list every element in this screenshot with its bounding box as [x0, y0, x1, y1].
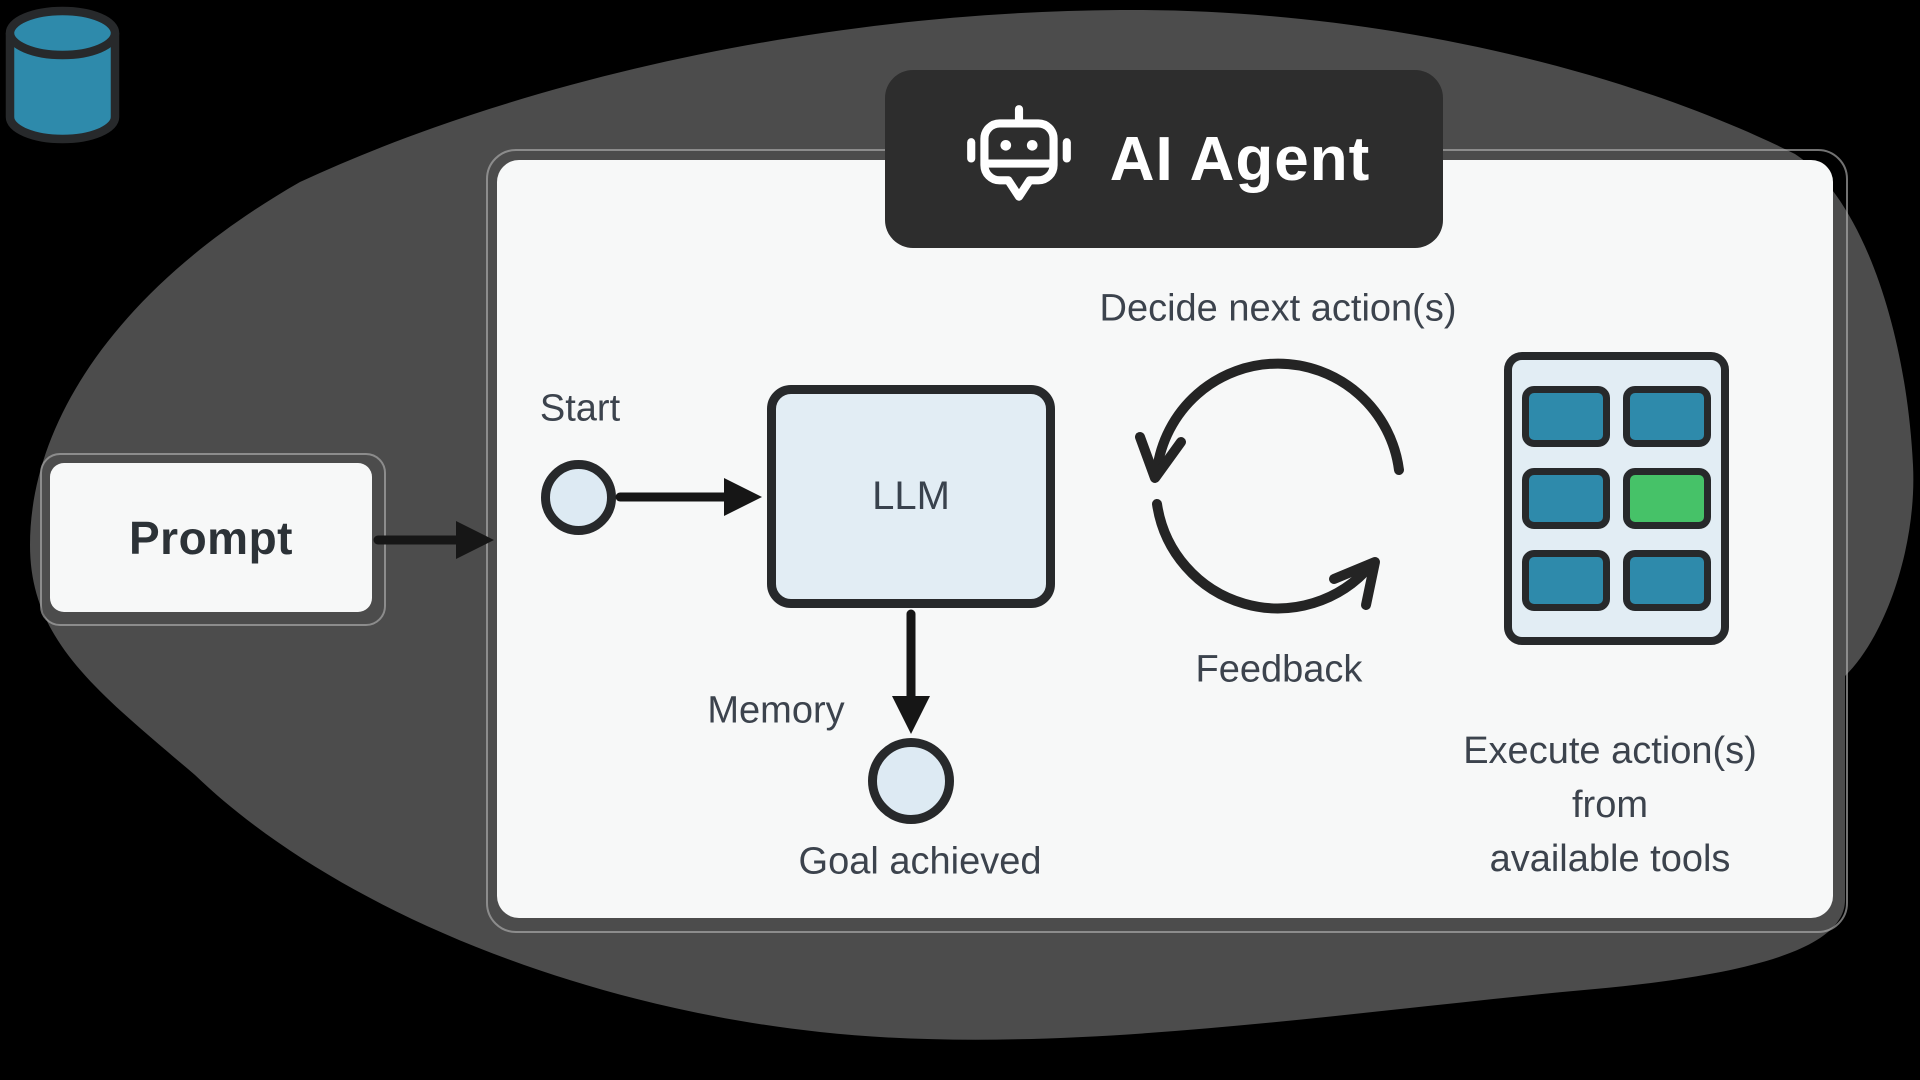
- llm-label: LLM: [872, 474, 950, 518]
- tool-tile: [1522, 468, 1610, 529]
- execute-caption-line-3: available tools: [1489, 838, 1731, 880]
- tool-tile: [1623, 550, 1711, 611]
- start-node: [541, 460, 616, 535]
- tool-tile: [1522, 386, 1610, 447]
- badge-title: AI Agent: [1109, 124, 1371, 194]
- goal-node: [868, 738, 954, 824]
- database-cylinder-icon: [5, 6, 120, 144]
- execute-caption-line-2: from: [1571, 784, 1648, 826]
- execute-caption-line-1: Execute action(s): [1463, 730, 1757, 772]
- execute-actions-caption: Execute action(s) from available tools: [1463, 724, 1757, 886]
- llm-node: LLM: [767, 385, 1055, 608]
- goal-achieved-label: Goal achieved: [798, 840, 1042, 883]
- decide-next-actions-label: Decide next action(s): [1099, 287, 1457, 330]
- feedback-label: Feedback: [1195, 648, 1363, 691]
- prompt-box: Prompt: [50, 463, 372, 612]
- robot-icon: [966, 105, 1071, 201]
- tool-tile: [1522, 550, 1610, 611]
- memory-label: Memory: [707, 689, 845, 732]
- ai-agent-badge: AI Agent: [885, 70, 1443, 248]
- tool-tile: [1623, 386, 1711, 447]
- prompt-label: Prompt: [129, 511, 293, 564]
- tool-tile-active: [1623, 468, 1711, 529]
- tool-grid-icon: [1504, 352, 1729, 645]
- start-label: Start: [539, 387, 621, 430]
